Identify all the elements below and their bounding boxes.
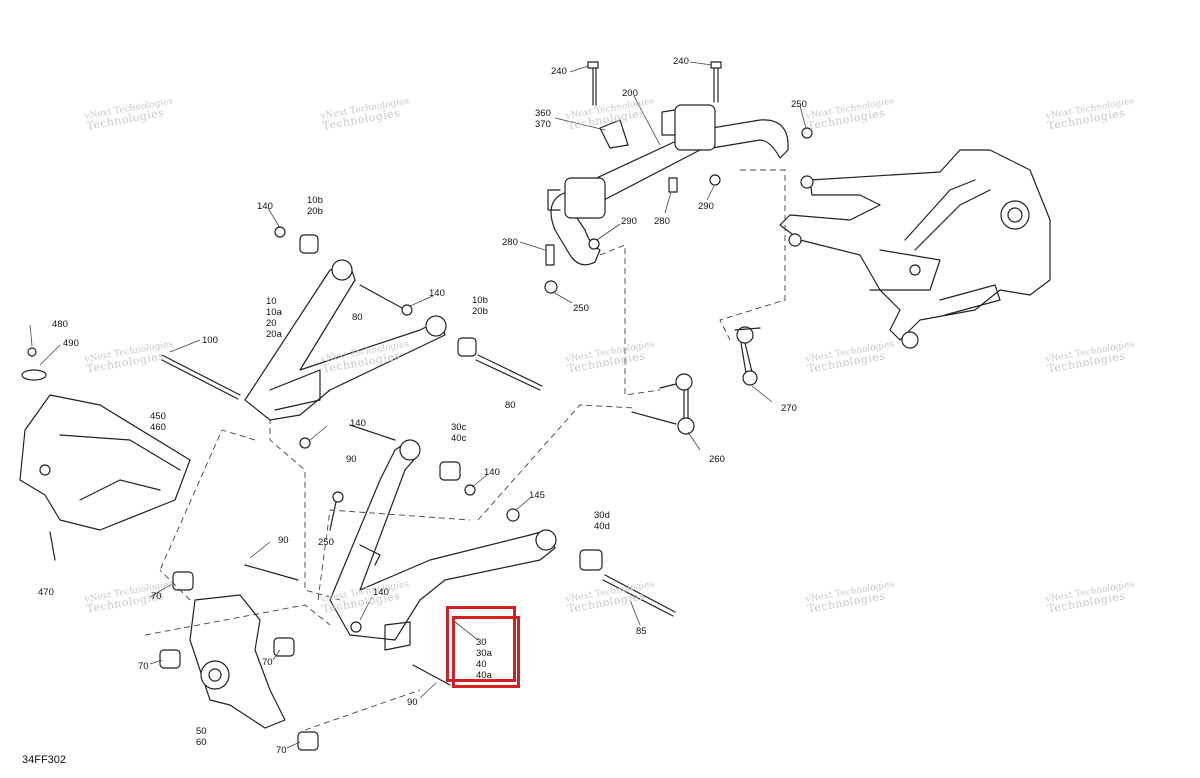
bolt-240-left — [587, 61, 599, 106]
callout-290[interactable]: 290 — [621, 216, 637, 227]
callout-90[interactable]: 90 — [407, 697, 418, 708]
callout-250[interactable]: 250 — [791, 99, 807, 110]
callout-40[interactable]: 40 — [476, 659, 487, 670]
callout-250[interactable]: 250 — [573, 303, 589, 314]
callout-10b[interactable]: 10b — [472, 295, 488, 306]
figure-code: 34FF302 — [22, 754, 67, 766]
callout-140[interactable]: 140 — [484, 467, 500, 478]
callout-10a[interactable]: 10a — [266, 307, 282, 318]
callout-70[interactable]: 70 — [276, 745, 287, 756]
callout-30d[interactable]: 30d — [594, 510, 610, 521]
callout-85[interactable]: 85 — [636, 626, 647, 637]
callout-40a[interactable]: 40a — [476, 670, 492, 678]
callout-20b[interactable]: 20b — [472, 306, 488, 317]
highlight-box — [446, 606, 516, 682]
callout-80[interactable]: 80 — [352, 312, 363, 323]
lower-arm-bushings — [244, 424, 676, 686]
callout-10b[interactable]: 10b — [307, 195, 323, 206]
callout-70[interactable]: 70 — [138, 661, 149, 672]
callout-70[interactable]: 70 — [151, 591, 162, 602]
callout-470[interactable]: 470 — [38, 587, 54, 598]
callout-480[interactable]: 480 — [52, 319, 68, 330]
callout-370[interactable]: 370 — [535, 119, 551, 130]
callout-490[interactable]: 490 — [63, 338, 79, 349]
callout-40d[interactable]: 40d — [594, 521, 610, 532]
skid-guard-plate — [19, 347, 191, 561]
callout-100[interactable]: 100 — [202, 335, 218, 346]
callout-60[interactable]: 60 — [196, 737, 207, 748]
callout-145[interactable]: 145 — [529, 490, 545, 501]
bolt-240-right — [710, 61, 722, 103]
callout-90[interactable]: 90 — [278, 535, 289, 546]
callout-140[interactable]: 140 — [429, 288, 445, 299]
lower-a-arm — [329, 439, 557, 651]
callout-140[interactable]: 140 — [373, 587, 389, 598]
callout-240[interactable]: 240 — [551, 66, 567, 77]
rear-suspension-assembly — [779, 149, 1051, 349]
callout-270[interactable]: 270 — [781, 403, 797, 414]
rear-knuckle — [159, 571, 319, 751]
callout-140[interactable]: 140 — [350, 418, 366, 429]
callout-280[interactable]: 280 — [502, 237, 518, 248]
link-rod-260 — [631, 373, 695, 435]
callout-80[interactable]: 80 — [505, 400, 516, 411]
sway-bar — [547, 104, 789, 266]
callout-30a[interactable]: 30a — [476, 648, 492, 659]
callout-250[interactable]: 250 — [318, 537, 334, 548]
callout-20a[interactable]: 20a — [266, 329, 282, 340]
callout-290[interactable]: 290 — [698, 201, 714, 212]
callout-90[interactable]: 90 — [346, 454, 357, 465]
callout-20[interactable]: 20 — [266, 318, 277, 329]
callout-40c[interactable]: 40c — [451, 433, 467, 444]
callout-280[interactable]: 280 — [654, 216, 670, 227]
link-rod-270 — [734, 326, 761, 386]
callout-140[interactable]: 140 — [257, 201, 273, 212]
small-fasteners — [544, 127, 813, 294]
highlight-box — [452, 616, 520, 688]
callout-200[interactable]: 200 — [622, 88, 638, 99]
callout-50[interactable]: 50 — [196, 726, 207, 737]
callout-30[interactable]: 30 — [476, 637, 487, 648]
callout-20b[interactable]: 20b — [307, 206, 323, 217]
callout-10[interactable]: 10 — [266, 296, 277, 307]
upper-a-arm — [244, 259, 447, 421]
callout-70[interactable]: 70 — [262, 657, 273, 668]
callout-450[interactable]: 450 — [150, 411, 166, 422]
callout-30c[interactable]: 30c — [451, 422, 467, 433]
callout-260[interactable]: 260 — [709, 454, 725, 465]
upper-arm-bolts — [161, 226, 543, 449]
callout-360[interactable]: 360 — [535, 108, 551, 119]
callout-460[interactable]: 460 — [150, 422, 166, 433]
callout-240[interactable]: 240 — [673, 56, 689, 67]
